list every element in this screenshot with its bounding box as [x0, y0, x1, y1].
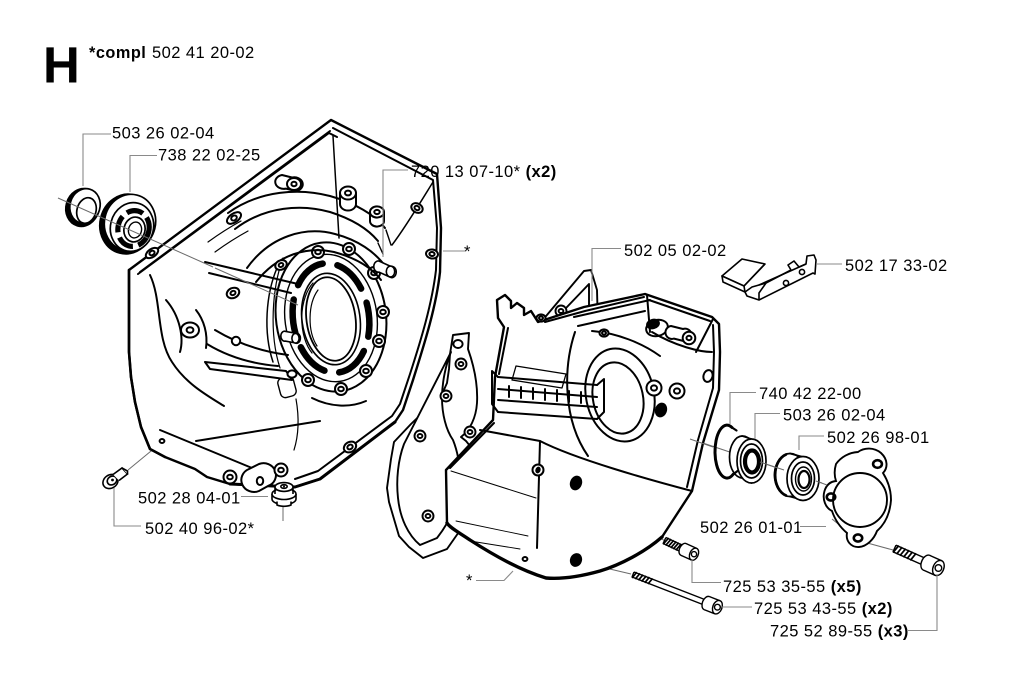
- svg-text:*compl: *compl: [89, 44, 146, 62]
- svg-text:H: H: [43, 37, 80, 94]
- svg-text:725 53 35-55 (x5): 725 53 35-55 (x5): [723, 578, 862, 596]
- svg-text:502 40 96-02*: 502 40 96-02*: [145, 520, 255, 538]
- svg-text:502 26 98-01: 502 26 98-01: [827, 429, 930, 447]
- svg-text:502 41 20-02: 502 41 20-02: [152, 44, 255, 62]
- svg-text:502 17 33-02: 502 17 33-02: [845, 257, 948, 275]
- svg-text:502 05 02-02: 502 05 02-02: [624, 242, 727, 260]
- svg-text:503 26 02-04: 503 26 02-04: [783, 407, 886, 425]
- svg-text:725 52 89-55 (x3): 725 52 89-55 (x3): [770, 623, 909, 641]
- svg-text:738 22 02-25: 738 22 02-25: [158, 147, 261, 165]
- svg-text:720 13 07-10* (x2): 720 13 07-10* (x2): [411, 163, 557, 181]
- svg-text:725 53 43-55 (x2): 725 53 43-55 (x2): [754, 600, 893, 618]
- svg-text:*: *: [464, 243, 471, 261]
- svg-text:502 28 04-01: 502 28 04-01: [138, 490, 241, 508]
- svg-text:*: *: [466, 572, 473, 590]
- svg-text:740 42 22-00: 740 42 22-00: [759, 385, 862, 403]
- svg-text:503 26 02-04: 503 26 02-04: [112, 125, 215, 143]
- svg-text:502 26 01-01: 502 26 01-01: [700, 519, 803, 537]
